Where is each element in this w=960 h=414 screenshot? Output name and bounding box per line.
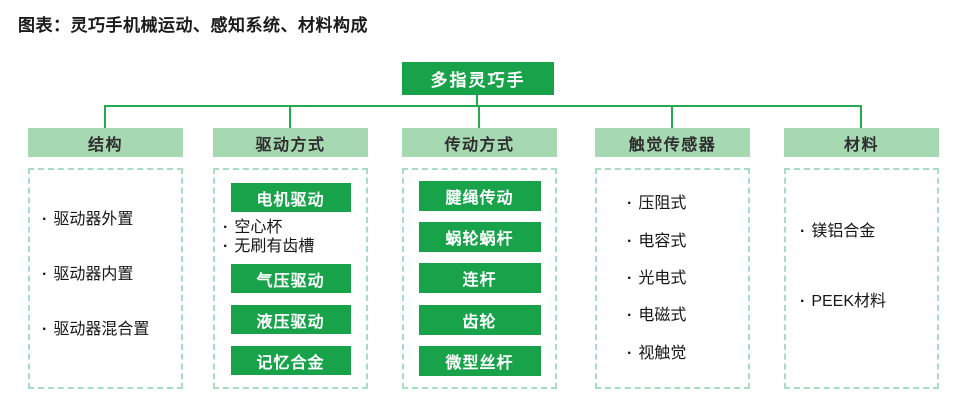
list-item-label: 驱动器混合置 (53, 321, 150, 338)
bullet-dot: · (800, 293, 806, 311)
connector-drop-drive (289, 105, 291, 128)
connector-drop-material (860, 105, 862, 128)
list-item-label: 无刷有齿槽 (234, 238, 315, 255)
bullet-dot: · (42, 266, 48, 283)
bullet-dot: · (627, 307, 633, 325)
bullet-dot: · (627, 232, 633, 250)
list-item-label: 压阻式 (638, 195, 687, 213)
column-header-drive-mode: 驱动方式 (213, 128, 368, 157)
motor-drive-sub-list: · 空心杯 · 无刷有齿槽 (223, 218, 366, 256)
list-item-photoelectric: · 光电式 (627, 269, 748, 288)
bullet-dot: · (42, 211, 48, 228)
connector-root-stem (476, 95, 478, 106)
list-item-label: 电磁式 (638, 307, 687, 325)
column-body-material: · 镁铝合金 · PEEK材料 (784, 168, 939, 389)
list-item-piezoresistive: · 压阻式 (627, 194, 748, 213)
node-linkage: 连杆 (418, 263, 541, 294)
bullet-dot: · (627, 269, 633, 287)
column-body-transmission: 腱绳传动 蜗轮蜗杆 连杆 齿轮 微型丝杆 (402, 168, 557, 389)
connector-horizontal (104, 105, 862, 107)
column-body-drive-mode: 电机驱动 · 空心杯 · 无刷有齿槽 气压驱动 液压驱动 记忆合金 (213, 168, 368, 389)
bullet-dot: · (627, 344, 633, 362)
root-node-multi-finger-dexterous-hand: 多指灵巧手 (402, 62, 554, 95)
column-header-material: 材料 (784, 128, 939, 157)
list-item-label: 镁铝合金 (811, 222, 876, 240)
list-item-hollow-cup-motor: · 空心杯 (223, 218, 366, 237)
list-item-label: 驱动器外置 (53, 211, 134, 228)
bullet-dot: · (627, 195, 633, 213)
bullet-dot: · (800, 222, 806, 240)
column-header-transmission: 传动方式 (402, 128, 557, 157)
list-item-electromagnetic: · 电磁式 (627, 306, 748, 325)
list-item-label: PEEK材料 (811, 293, 887, 311)
node-memory-alloy: 记忆合金 (230, 346, 351, 375)
node-hydraulic-drive: 液压驱动 (230, 305, 351, 334)
connector-drop-structure (104, 105, 106, 128)
node-pneumatic-drive: 气压驱动 (230, 264, 351, 293)
node-micro-leadscrew: 微型丝杆 (418, 345, 541, 376)
list-item-label: 电容式 (638, 232, 687, 250)
node-worm-gear: 蜗轮蜗杆 (418, 222, 541, 253)
list-item-label: 光电式 (638, 269, 687, 287)
list-item-actuator-hybrid: · 驱动器混合置 (42, 320, 181, 339)
list-item-label: 驱动器内置 (53, 266, 134, 283)
bullet-dot: · (42, 321, 48, 338)
column-body-tactile-sensor: · 压阻式 · 电容式 · 光电式 · 电磁式 · 视触觉 (595, 168, 750, 389)
bullet-dot: · (223, 238, 229, 255)
list-item-label: 视触觉 (638, 344, 687, 362)
list-item-peek-material: · PEEK材料 (800, 292, 937, 311)
list-item-brushless-slotted: · 无刷有齿槽 (223, 237, 366, 256)
node-motor-drive: 电机驱动 (230, 183, 351, 212)
list-item-label: 空心杯 (234, 219, 283, 236)
column-body-structure: · 驱动器外置 · 驱动器内置 · 驱动器混合置 (28, 168, 183, 389)
bullet-dot: · (223, 219, 229, 236)
node-gear: 齿轮 (418, 304, 541, 335)
list-item-visuotactile: · 视触觉 (627, 344, 748, 363)
list-item-actuator-internal: · 驱动器内置 (42, 265, 181, 284)
column-header-tactile-sensor: 触觉传感器 (595, 128, 750, 157)
figure-title: 图表：灵巧手机械运动、感知系统、材料构成 (18, 16, 368, 35)
list-item-capacitive: · 电容式 (627, 232, 748, 251)
connector-drop-tactile (671, 105, 673, 128)
column-header-structure: 结构 (28, 128, 183, 157)
connector-drop-transmission (478, 105, 480, 128)
node-tendon-drive: 腱绳传动 (418, 181, 541, 212)
list-item-mg-al-alloy: · 镁铝合金 (800, 222, 937, 241)
list-item-actuator-external: · 驱动器外置 (42, 210, 181, 229)
